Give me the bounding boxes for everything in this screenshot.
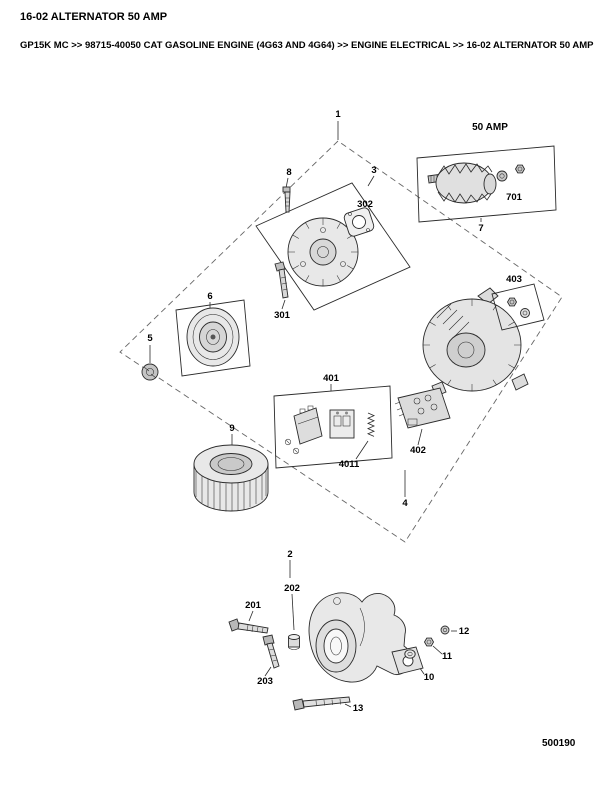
assembly-amp-label: 50 AMP	[472, 122, 508, 133]
pulley-drawing	[186, 307, 240, 367]
rotor-bearing-drawing	[496, 170, 508, 182]
callout-8: 8	[286, 167, 291, 178]
callout-4: 4	[402, 498, 408, 509]
regulator-drawing	[293, 405, 323, 445]
spacer-202-drawing	[288, 634, 300, 650]
nut-12-drawing	[440, 625, 450, 635]
callout-301: 301	[274, 310, 291, 321]
front-bracket-group-box	[255, 182, 411, 311]
bolt-301-drawing	[274, 261, 289, 299]
callout-1: 1	[335, 109, 341, 120]
washer-10-drawing	[404, 649, 416, 659]
pulley-group-box	[175, 299, 251, 377]
callout-10: 10	[424, 672, 435, 683]
nut-11-drawing	[423, 637, 435, 647]
callout-2: 2	[287, 549, 292, 560]
brush-holder-drawing	[329, 409, 355, 439]
nut-403-drawing	[506, 297, 530, 318]
screws-drawing	[284, 438, 300, 455]
bolt-8-drawing	[282, 186, 291, 213]
callout-6: 6	[207, 291, 212, 302]
dashed-assembly-boundary	[119, 140, 563, 543]
callout-402: 402	[410, 445, 426, 456]
figure-number: 500190	[542, 738, 576, 749]
callout-11: 11	[442, 651, 453, 662]
callout-3: 3	[371, 165, 376, 176]
front-bracket-drawing	[287, 217, 359, 287]
rear-bracket-drawing	[422, 287, 529, 397]
rotor-nut-drawing	[514, 164, 526, 174]
callout-201: 201	[245, 600, 262, 611]
callout-403: 403	[506, 274, 522, 285]
page-title: 16-02 ALTERNATOR 50 AMP	[20, 11, 168, 23]
callout-701: 701	[506, 192, 523, 203]
callout-13: 13	[353, 703, 364, 714]
bolt-201-drawing	[228, 618, 269, 634]
rotor-group-box	[416, 145, 557, 223]
regulator-group-box	[273, 385, 393, 469]
callout-4011: 4011	[339, 459, 360, 470]
rectifier-402-drawing	[394, 387, 451, 429]
callout-5: 5	[147, 333, 153, 344]
callout-202: 202	[284, 583, 300, 594]
bolt-203-drawing	[262, 634, 280, 669]
callout-9: 9	[229, 423, 234, 434]
bolt-13-drawing	[292, 696, 351, 711]
callout-401: 401	[323, 373, 340, 384]
stator-drawing	[193, 444, 269, 512]
rotor-drawing	[427, 162, 497, 204]
gasket-302-drawing	[343, 207, 375, 237]
nut-set-403-box	[491, 283, 545, 331]
callout-302: 302	[357, 199, 373, 210]
mounting-bracket-drawing	[308, 592, 424, 683]
spring-4011-drawing	[366, 412, 376, 437]
callout-7: 7	[478, 223, 483, 234]
callout-203: 203	[257, 676, 273, 687]
callout-12: 12	[459, 626, 470, 637]
breadcrumb: GP15K MC >> 98715-40050 CAT GASOLINE ENG…	[20, 40, 594, 51]
bearing-5-drawing	[141, 363, 159, 381]
